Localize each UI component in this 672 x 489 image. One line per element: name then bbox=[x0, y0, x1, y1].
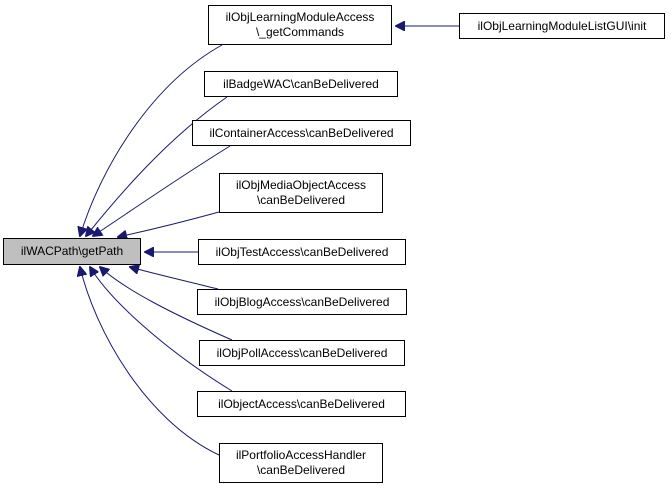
node-mediaobject-canbedelivered[interactable]: ilObjMediaObjectAccess \canBeDelivered bbox=[219, 173, 383, 213]
node-portfolio-label-line-2: \canBeDelivered bbox=[256, 463, 346, 477]
edge-lm-access-to-root bbox=[80, 44, 223, 236]
node-mediaobject-label-line-1: ilObjMediaObjectAccess bbox=[235, 178, 367, 192]
node-lm-access-getcommands[interactable]: ilObjLearningModuleAccess \_getCommands bbox=[208, 5, 392, 45]
edge-poll-to-root bbox=[100, 267, 233, 341]
node-mediaobject-label-line-2: \canBeDelivered bbox=[256, 193, 346, 207]
node-container-canbedelivered[interactable]: ilContainerAccess\canBeDelivered bbox=[192, 120, 411, 146]
node-poll-canbedelivered[interactable]: ilObjPollAccess\canBeDelivered bbox=[199, 340, 405, 366]
edge-badge-to-root bbox=[86, 96, 228, 236]
edge-blog-to-root bbox=[130, 267, 219, 290]
node-lm-listgui-init[interactable]: ilObjLearningModuleListGUI\init bbox=[459, 13, 665, 39]
edge-portfolio-to-root bbox=[80, 267, 220, 456]
node-badge-canbedelivered[interactable]: ilBadgeWAC\canBeDelivered bbox=[204, 71, 398, 97]
node-object-canbedelivered[interactable]: ilObjectAccess\canBeDelivered bbox=[197, 391, 406, 417]
node-lm-access-label-line-2: \_getCommands bbox=[255, 25, 345, 39]
node-lm-listgui-label: ilObjLearningModuleListGUI\init bbox=[477, 18, 647, 33]
node-blog-label: ilObjBlogAccess\canBeDelivered bbox=[214, 294, 390, 309]
node-root-getpath: ilWACPath\getPath bbox=[3, 238, 141, 265]
node-container-label: ilContainerAccess\canBeDelivered bbox=[209, 125, 394, 140]
node-portfolio-canbedelivered[interactable]: ilPortfolioAccessHandler \canBeDelivered bbox=[219, 443, 383, 483]
node-badge-label: ilBadgeWAC\canBeDelivered bbox=[223, 76, 379, 91]
node-object-label: ilObjectAccess\canBeDelivered bbox=[218, 396, 385, 411]
node-test-label: ilObjTestAccess\canBeDelivered bbox=[215, 244, 389, 259]
node-poll-label: ilObjPollAccess\canBeDelivered bbox=[216, 345, 388, 360]
node-test-canbedelivered[interactable]: ilObjTestAccess\canBeDelivered bbox=[198, 239, 406, 265]
edge-mediaobject-to-root bbox=[118, 211, 220, 237]
edge-object-to-root bbox=[90, 267, 233, 392]
node-root-label-line-1: ilWACPath\getPath bbox=[20, 244, 124, 258]
node-portfolio-label-line-1: ilPortfolioAccessHandler bbox=[235, 448, 367, 462]
edge-container-to-root bbox=[93, 145, 231, 236]
node-lm-access-label-line-1: ilObjLearningModuleAccess bbox=[225, 10, 375, 24]
node-blog-canbedelivered[interactable]: ilObjBlogAccess\canBeDelivered bbox=[197, 289, 407, 315]
